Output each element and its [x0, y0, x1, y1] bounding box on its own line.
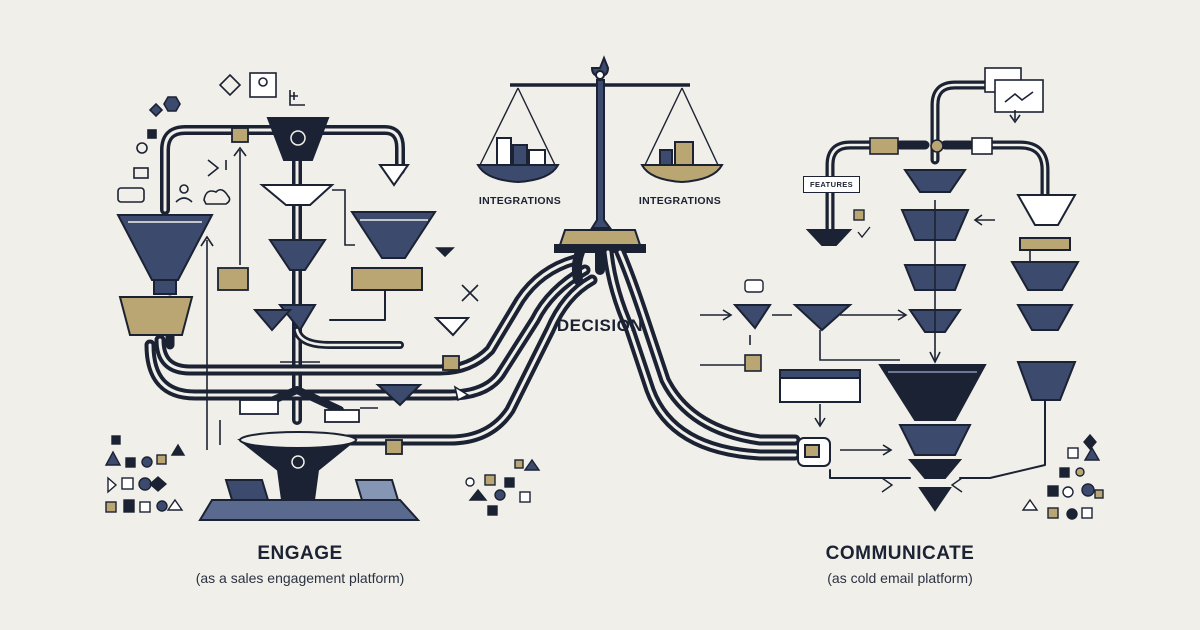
decision-label: DECISION	[556, 316, 644, 335]
communicate-arrows	[700, 110, 1031, 456]
scale-left-label: INTEGRATIONS	[478, 195, 562, 207]
communicate-title: COMMUNICATE	[825, 543, 975, 564]
engage-funnels	[116, 117, 471, 521]
features-tag: FEATURES	[803, 176, 861, 193]
communicate-pipe-network	[825, 80, 1050, 479]
communicate-decorations	[465, 209, 1104, 520]
engage-decorations	[117, 72, 479, 402]
engage-title: ENGAGE	[257, 543, 343, 564]
engage-arrows	[200, 90, 378, 450]
communicate-subtitle: (as cold email platform)	[827, 570, 973, 586]
balance-scale-icon	[476, 55, 724, 253]
engage-pipe-network	[144, 125, 598, 446]
engage-subtitle: (as a sales engagement platform)	[195, 570, 405, 586]
decision-pipes	[571, 246, 801, 461]
communicate-connectors	[744, 67, 1044, 372]
engage-connectors	[217, 127, 460, 455]
scale-right-label: INTEGRATIONS	[638, 195, 722, 207]
engage-shape-cluster	[104, 435, 186, 513]
